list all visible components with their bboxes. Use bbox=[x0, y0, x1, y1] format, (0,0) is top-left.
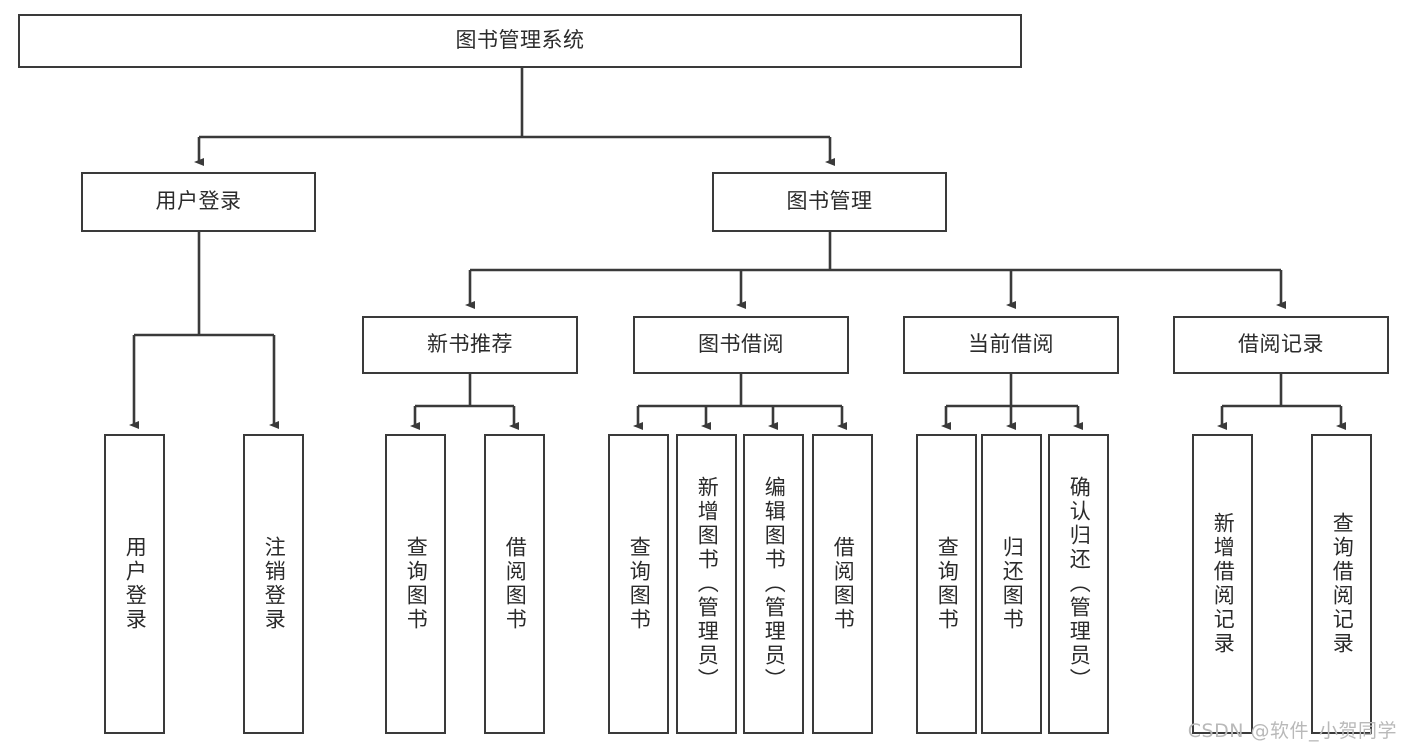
node-new-book-recommend-label: 新书推荐 bbox=[427, 332, 513, 357]
leaf-borrow-book-2-label: 借阅图书 bbox=[831, 536, 856, 632]
leaf-add-book-label: 新增图书（管理员） bbox=[695, 476, 720, 692]
leaf-borrow-book-1[interactable]: 借阅图书 bbox=[484, 434, 545, 734]
node-root-label: 图书管理系统 bbox=[455, 28, 585, 53]
leaf-query-book-2-label: 查询图书 bbox=[627, 536, 652, 632]
leaf-user-login[interactable]: 用户登录 bbox=[104, 434, 165, 734]
leaf-edit-book-label: 编辑图书（管理员） bbox=[762, 476, 787, 692]
leaf-confirm-return-label: 确认归还（管理员） bbox=[1067, 476, 1092, 692]
node-root[interactable]: 图书管理系统 bbox=[18, 14, 1022, 68]
leaf-query-book-1-label: 查询图书 bbox=[404, 536, 429, 632]
leaf-query-book-2[interactable]: 查询图书 bbox=[608, 434, 669, 734]
watermark: CSDN @软件_小贺同学 bbox=[1187, 720, 1397, 742]
leaf-add-book[interactable]: 新增图书（管理员） bbox=[676, 434, 737, 734]
node-book-borrow-label: 图书借阅 bbox=[698, 332, 784, 357]
leaf-user-logout[interactable]: 注销登录 bbox=[243, 434, 304, 734]
leaf-user-logout-label: 注销登录 bbox=[262, 536, 287, 632]
node-book-manage-label: 图书管理 bbox=[786, 189, 873, 214]
leaf-return-book-label: 归还图书 bbox=[1000, 536, 1025, 632]
leaf-query-record[interactable]: 查询借阅记录 bbox=[1311, 434, 1372, 734]
leaf-query-record-label: 查询借阅记录 bbox=[1330, 512, 1355, 656]
node-borrow-record-label: 借阅记录 bbox=[1238, 332, 1324, 357]
leaf-return-book[interactable]: 归还图书 bbox=[981, 434, 1042, 734]
node-borrow-record[interactable]: 借阅记录 bbox=[1173, 316, 1389, 374]
node-current-borrow[interactable]: 当前借阅 bbox=[903, 316, 1119, 374]
node-new-book-recommend[interactable]: 新书推荐 bbox=[362, 316, 578, 374]
node-user-login-label: 用户登录 bbox=[155, 189, 242, 214]
node-user-login[interactable]: 用户登录 bbox=[81, 172, 316, 232]
leaf-user-login-label: 用户登录 bbox=[123, 536, 148, 632]
leaf-query-book-3-label: 查询图书 bbox=[935, 536, 960, 632]
leaf-add-record[interactable]: 新增借阅记录 bbox=[1192, 434, 1253, 734]
leaf-borrow-book-2[interactable]: 借阅图书 bbox=[812, 434, 873, 734]
leaf-query-book-3[interactable]: 查询图书 bbox=[916, 434, 977, 734]
node-book-manage[interactable]: 图书管理 bbox=[712, 172, 947, 232]
leaf-query-book-1[interactable]: 查询图书 bbox=[385, 434, 446, 734]
node-book-borrow[interactable]: 图书借阅 bbox=[633, 316, 849, 374]
leaf-add-record-label: 新增借阅记录 bbox=[1211, 512, 1236, 656]
leaf-confirm-return[interactable]: 确认归还（管理员） bbox=[1048, 434, 1109, 734]
leaf-borrow-book-1-label: 借阅图书 bbox=[503, 536, 528, 632]
node-current-borrow-label: 当前借阅 bbox=[968, 332, 1054, 357]
leaf-edit-book[interactable]: 编辑图书（管理员） bbox=[743, 434, 804, 734]
